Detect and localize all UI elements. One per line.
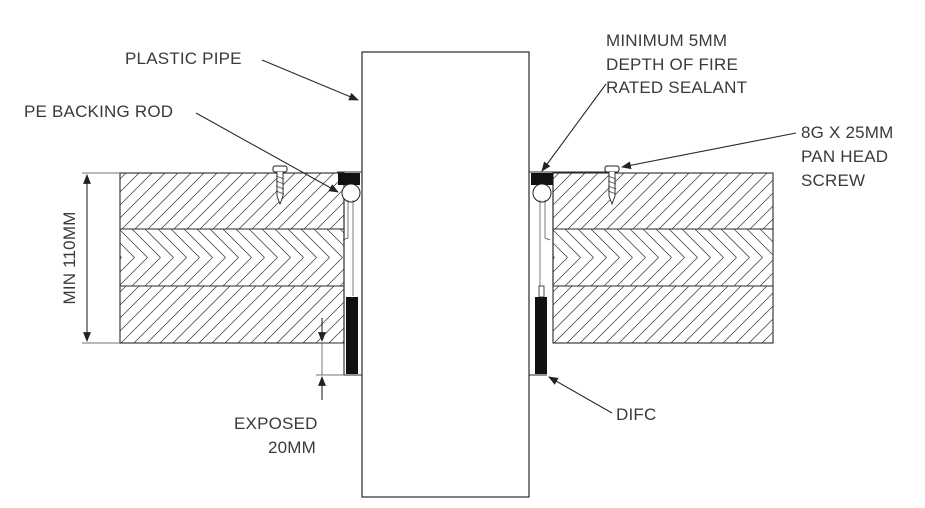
plastic-pipe	[361, 51, 530, 498]
hatch-bottom-right	[553, 285, 773, 343]
label-plastic-pipe: PLASTIC PIPE	[125, 49, 242, 68]
label-sealant-line3: RATED SEALANT	[606, 78, 747, 97]
label-screw-line3: SCREW	[801, 171, 865, 190]
label-screw-line2: PAN HEAD	[801, 147, 888, 166]
leader-plastic-pipe	[261, 59, 359, 101]
leader-difc	[548, 376, 613, 414]
leader-backing-rod	[195, 112, 339, 193]
screw-left	[272, 165, 288, 206]
leader-screw	[621, 132, 797, 170]
floor-slab-left	[119, 172, 345, 344]
leader-sealant	[541, 83, 607, 172]
dimension-min-thickness: MIN 110MM	[60, 172, 120, 344]
label-difc: DIFC	[616, 405, 656, 424]
floor-slab-right	[552, 172, 774, 344]
hatch-top-left	[120, 173, 344, 230]
collar-right	[529, 171, 610, 376]
difc-strip-left	[346, 297, 358, 374]
hatch-mid-left	[120, 228, 344, 287]
backing-rod-left	[341, 183, 361, 203]
label-exposed-line2: 20MM	[268, 438, 316, 457]
hatch-top-right	[553, 173, 773, 230]
dimension-exposed	[316, 318, 344, 400]
label-sealant-line1: MINIMUM 5MM	[606, 31, 727, 50]
hatch-mid-right	[553, 228, 773, 287]
fire-sealant-right	[531, 173, 553, 185]
label-screw-line1: 8G X 25MM	[801, 123, 894, 142]
label-pe-backing-rod: PE BACKING ROD	[24, 102, 173, 121]
label-sealant-line2: DEPTH OF FIRE	[606, 55, 738, 74]
difc-strip-right	[535, 297, 547, 374]
backing-rod-right	[532, 183, 552, 203]
collar-left	[337, 171, 362, 376]
label-exposed-line1: EXPOSED	[234, 414, 318, 433]
screw-right	[604, 165, 620, 206]
label-min-thickness: MIN 110MM	[60, 211, 79, 304]
fire-sealant-left	[338, 173, 360, 185]
